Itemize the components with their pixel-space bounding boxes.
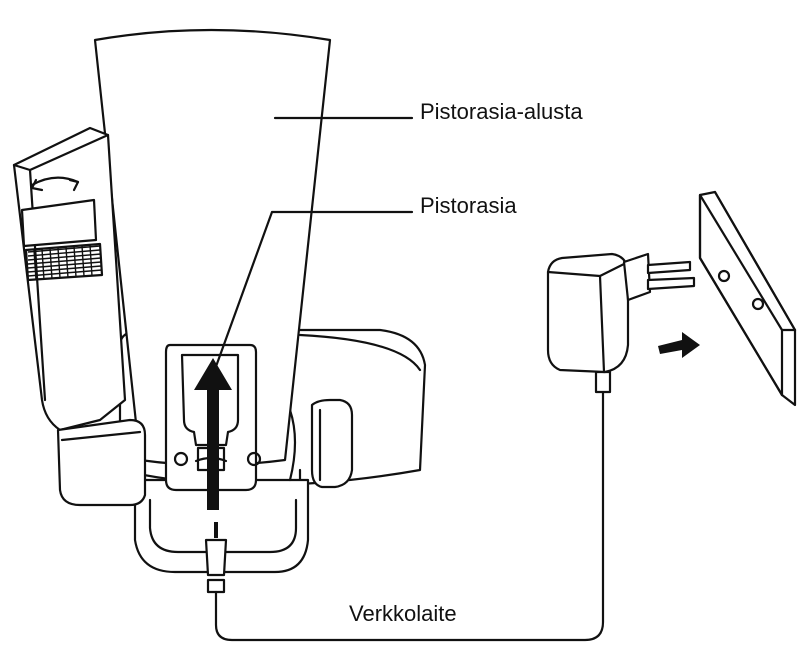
leader-lines (212, 116, 414, 374)
vacuum-handle (12, 126, 147, 507)
label-power-adapter: Verkkolaite (349, 601, 457, 626)
wall-socket (698, 190, 797, 407)
dc-plug-cable (204, 370, 612, 642)
label-socket: Pistorasia (420, 193, 517, 218)
handle-grip-texture (27, 244, 103, 281)
insert-arrow-icon (194, 358, 232, 510)
plug-in-arrow-icon (658, 332, 700, 358)
power-adapter (546, 252, 696, 374)
label-socket-base: Pistorasia-alusta (420, 99, 583, 124)
